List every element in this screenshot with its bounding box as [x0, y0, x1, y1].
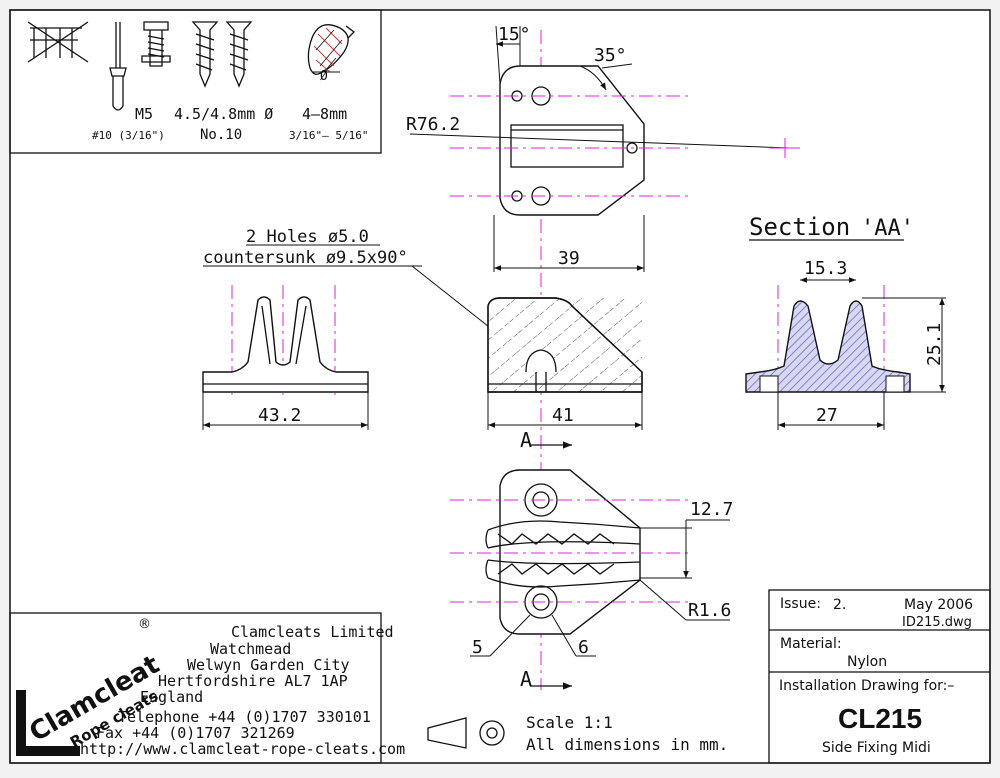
bottom-view: 12.7 R1.6 5 6 A	[450, 469, 733, 691]
top-hole-5	[626, 142, 638, 154]
material-label: Material:	[780, 636, 842, 652]
top-view: 15° 35° R76.2 39	[406, 24, 800, 272]
crossed-fixing-icon	[27, 21, 89, 63]
scale-note: Scale 1:1 All dimensions in mm.	[427, 713, 728, 754]
company-web: http://www.clamcleat-rope-cleats.com	[80, 740, 405, 758]
dim-43-2: 43.2	[258, 405, 301, 426]
scale-text: Scale 1:1	[526, 713, 613, 732]
top-view-slot	[510, 124, 624, 168]
fastener-screw-imperial: No.10	[200, 127, 242, 143]
end-view: 43.2	[202, 285, 369, 430]
bolt-icon	[141, 21, 171, 67]
wood-screw-icon	[191, 21, 253, 88]
fastener-panel: Ø M5 4.5/4.8mm Ø 4–8mm #10 (3/16") No.10…	[9, 9, 382, 154]
holes-note-line1: 2 Holes ø5.0	[246, 227, 369, 247]
issue-date: May 2006	[904, 597, 973, 613]
rope-icon: Ø	[307, 24, 355, 84]
dim-39: 39	[558, 248, 580, 269]
section-mark-bottom: A	[520, 667, 532, 691]
logo-registered: ®	[138, 617, 151, 632]
projection-symbol	[427, 717, 467, 749]
end-view-outline	[202, 296, 369, 393]
section-mark-top: A	[520, 428, 532, 452]
rope-diameter-symbol: Ø	[320, 69, 328, 84]
radius-r76-2: R76.2	[406, 114, 460, 135]
company-addr3: Hertfordshire AL7 1AP	[158, 672, 348, 690]
radius-r1-6: R1.6	[688, 600, 731, 621]
side-view: 41 A	[487, 297, 643, 452]
dim-41: 41	[552, 405, 574, 426]
angle-35: 35°	[594, 45, 627, 66]
material-value: Nylon	[847, 654, 887, 670]
bottom-view-outline	[499, 469, 641, 635]
company-addr1: Watchmead	[210, 640, 291, 658]
label-6: 6	[578, 637, 589, 658]
rivet-icon	[109, 22, 127, 111]
company-fax: Fax +44 (0)1707 321269	[96, 724, 295, 742]
title-block: Issue: 2. May 2006 ID215.dwg Material: N…	[768, 589, 991, 764]
drawing-for-label: Installation Drawing for:–	[779, 678, 954, 694]
holes-note-line2: countersunk ø9.5x90°	[203, 248, 408, 268]
fastener-m5: M5	[135, 105, 153, 123]
section-title: Section	[749, 213, 850, 241]
issue-number: 2.	[833, 597, 846, 613]
part-description: Side Fixing Midi	[822, 740, 931, 756]
angle-15: 15°	[498, 24, 531, 45]
section-profile	[745, 300, 911, 393]
company-telephone: Telephone +44 (0)1707 330101	[118, 708, 371, 726]
section-aa: Section 'AA' 15.3 25.1 27	[745, 213, 946, 430]
dim-12-7: 12.7	[690, 499, 733, 520]
dim-27: 27	[816, 405, 838, 426]
dim-15-3: 15.3	[804, 258, 847, 279]
section-title-mark: 'AA'	[861, 216, 914, 241]
company-addr2: Welwyn Garden City	[187, 656, 350, 674]
units-text: All dimensions in mm.	[526, 735, 728, 754]
fastener-m5-imperial: #10 (3/16")	[92, 129, 165, 142]
company-addr4: England	[140, 688, 203, 706]
label-5: 5	[472, 637, 483, 658]
company-name: Clamcleats Limited	[231, 623, 394, 641]
drawing-file: ID215.dwg	[902, 615, 972, 630]
issue-label: Issue:	[780, 596, 821, 612]
part-number: CL215	[838, 703, 922, 734]
fastener-rope: 4–8mm	[302, 105, 347, 123]
fastener-rope-imperial: 3/16"– 5/16"	[289, 129, 368, 142]
dim-25-1: 25.1	[924, 323, 945, 366]
fastener-screw-dia: 4.5/4.8mm Ø	[174, 105, 273, 123]
